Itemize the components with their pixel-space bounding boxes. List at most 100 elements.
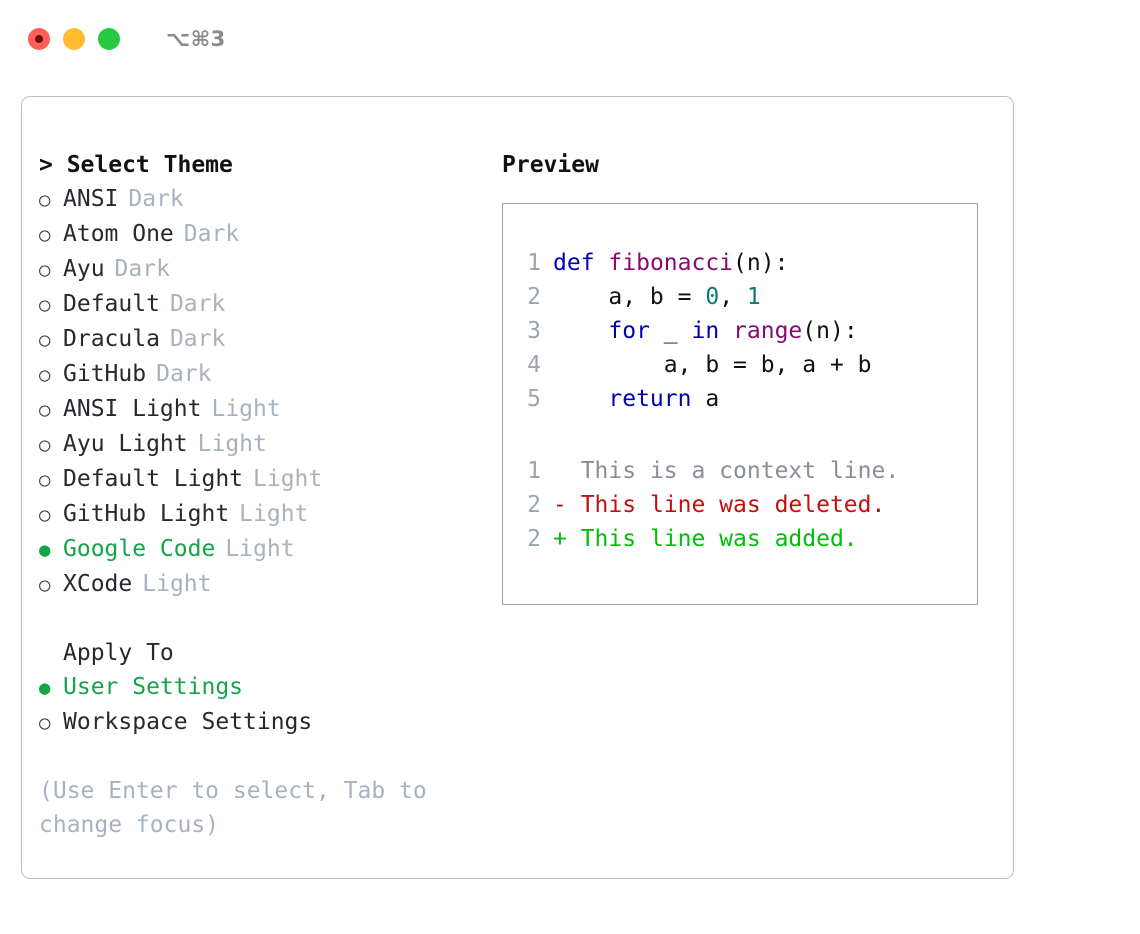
code-token — [553, 386, 608, 412]
diff-text: This line was deleted. — [566, 492, 886, 518]
keyboard-shortcut-label: ⌥⌘3 — [166, 27, 226, 51]
code-token: fibonacci — [608, 250, 734, 276]
theme-option-tag: Dark — [114, 256, 170, 282]
radio-unselected-icon: ○ — [39, 434, 51, 456]
code-line: 2 a, b = 0, 1 — [521, 280, 977, 314]
theme-option-tag: Light — [142, 571, 212, 597]
diff-text: This line was added. — [566, 526, 858, 552]
code-token — [595, 250, 609, 276]
theme-option-label: Ayu — [63, 256, 105, 282]
code-token: a, b = — [553, 284, 706, 310]
radio-unselected-icon: ○ — [39, 329, 51, 351]
line-number: 2 — [527, 284, 541, 310]
zoom-button[interactable] — [98, 28, 120, 50]
line-number: 5 — [527, 386, 541, 412]
code-token: 0 — [705, 284, 720, 310]
theme-option-label: Default — [63, 291, 160, 317]
radio-unselected-icon: ○ — [39, 712, 51, 734]
traffic-lights — [28, 28, 120, 50]
apply-to-list[interactable]: ● User Settings ○ Workspace Settings — [39, 670, 489, 740]
select-theme-heading: > Select Theme — [39, 152, 233, 178]
theme-option-label: GitHub — [63, 361, 147, 387]
theme-option-label: Default Light — [63, 466, 244, 492]
theme-option-label: Ayu Light — [63, 431, 188, 457]
preview-heading: Preview — [502, 152, 599, 178]
apply-to-option-label: User Settings — [63, 674, 244, 700]
theme-option-tag: Light — [225, 536, 295, 562]
apply-to-option-workspace-settings[interactable]: ○ Workspace Settings — [39, 705, 489, 740]
theme-option-tag: Light — [239, 501, 309, 527]
code-token — [719, 318, 733, 344]
code-token: def — [553, 250, 595, 276]
code-line: 5 return a — [521, 382, 977, 416]
minimize-button[interactable] — [63, 28, 85, 50]
radio-selected-icon: ● — [39, 539, 51, 561]
code-token: , — [719, 284, 747, 310]
line-number: 4 — [527, 352, 541, 378]
line-number: 2 — [527, 492, 541, 518]
title-bar: ⌥⌘3 — [0, 0, 1140, 78]
code-token: range — [733, 318, 803, 344]
radio-unselected-icon: ○ — [39, 224, 51, 246]
line-number: 2 — [527, 526, 541, 552]
code-token: for — [608, 318, 650, 344]
code-token: 1 — [746, 284, 761, 310]
diff-marker: - — [553, 492, 567, 518]
theme-option-tag: Light — [211, 396, 281, 422]
close-button[interactable] — [28, 28, 50, 50]
diff-line-ctx: 1 This is a context line. — [521, 454, 977, 488]
radio-unselected-icon: ○ — [39, 259, 51, 281]
theme-option-google-code[interactable]: ● Google Code Light — [39, 532, 489, 567]
theme-option-label: GitHub Light — [63, 501, 230, 527]
theme-option-tag: Dark — [169, 326, 226, 352]
radio-selected-icon: ● — [39, 677, 51, 699]
code-line: 3 for _ in range(n): — [521, 314, 977, 348]
code-token: a — [691, 386, 720, 412]
theme-option-tag: Dark — [169, 291, 226, 317]
diff-text: This is a context line. — [566, 458, 900, 484]
theme-option-label: Google Code — [63, 536, 216, 562]
line-number: 1 — [527, 458, 541, 484]
radio-unselected-icon: ○ — [39, 399, 51, 421]
keyboard-hint: (Use Enter to select, Tab to change focu… — [39, 778, 441, 838]
radio-unselected-icon: ○ — [39, 504, 51, 526]
diff-marker: + — [553, 526, 567, 552]
theme-option-ansi-light[interactable]: ○ ANSI Light Light — [39, 392, 489, 427]
theme-option-tag: Dark — [128, 186, 184, 212]
diff-line-del: 2- This line was deleted. — [521, 488, 977, 522]
code-token: a, b = b, a + b — [553, 352, 872, 378]
theme-option-ayu-light[interactable]: ○ Ayu Light Light — [39, 427, 489, 462]
theme-option-label: ANSI Light — [63, 396, 202, 422]
theme-option-github[interactable]: ○ GitHub Dark — [39, 357, 489, 392]
radio-unselected-icon: ○ — [39, 364, 51, 386]
theme-option-tag: Light — [197, 431, 267, 457]
apply-to-heading: Apply To — [63, 640, 174, 666]
theme-option-tag: Light — [253, 466, 323, 492]
line-number: 3 — [527, 318, 541, 344]
theme-option-tag: Dark — [156, 361, 212, 387]
theme-option-label: XCode — [63, 571, 133, 597]
theme-option-label: ANSI — [63, 186, 119, 212]
apply-to-option-user-settings[interactable]: ● User Settings — [39, 670, 489, 705]
apply-to-option-label: Workspace Settings — [63, 709, 313, 735]
code-token: (n): — [802, 318, 858, 344]
theme-option-ayu[interactable]: ○ Ayu Dark — [39, 252, 489, 287]
theme-option-github-light[interactable]: ○ GitHub Light Light — [39, 497, 489, 532]
diff-line-add: 2 + This line was added. — [521, 522, 977, 556]
diff-sample: 1 This is a context line.2- This line wa… — [521, 454, 977, 556]
code-line: 4 a, b = b, a + b — [521, 348, 977, 382]
